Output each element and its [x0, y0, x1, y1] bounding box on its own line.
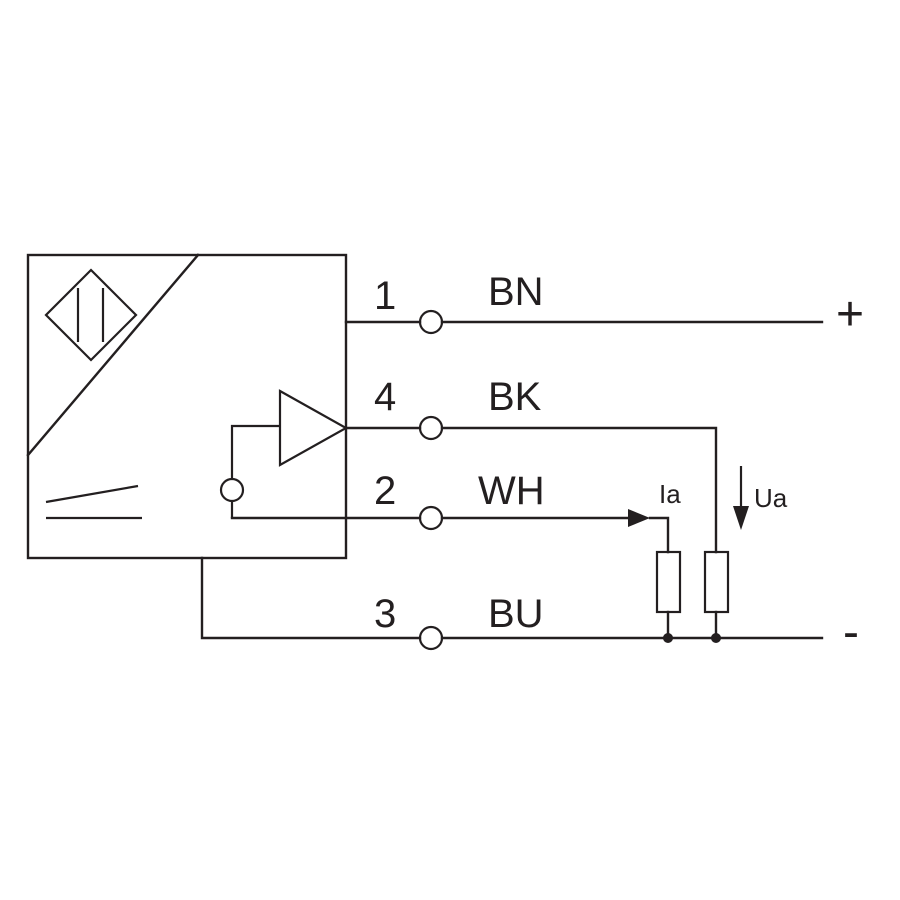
wire-color-bn: BN — [488, 270, 544, 314]
switch-contact-icon — [45, 484, 142, 520]
junction-dot — [711, 633, 721, 643]
voltage-label: Ua — [754, 483, 788, 513]
pin-number-4: 4 — [374, 375, 396, 419]
wire-bn — [344, 309, 824, 335]
supply-positive: + — [836, 288, 864, 341]
wire-bu — [200, 556, 824, 651]
current-label: Ia — [659, 479, 681, 509]
wire-bk — [344, 415, 718, 554]
pin-number-2: 2 — [374, 469, 396, 513]
pin-number-3: 3 — [374, 592, 396, 636]
current-arrow-icon — [628, 509, 650, 527]
load-resistor-ua — [703, 550, 730, 643]
wire-color-bu: BU — [488, 592, 544, 636]
sensor-body — [26, 253, 349, 560]
junction-dot — [663, 633, 673, 643]
voltage-arrow-icon — [733, 466, 749, 530]
wire-color-wh: WH — [478, 469, 545, 513]
supply-negative: - — [843, 606, 859, 659]
amplifier-icon — [219, 389, 349, 518]
pin-number-1: 1 — [374, 274, 396, 318]
wire-wh — [230, 505, 670, 554]
sensor-face-icon — [44, 268, 138, 362]
wire-color-bk: BK — [488, 375, 542, 419]
load-resistor-ia — [655, 550, 682, 643]
